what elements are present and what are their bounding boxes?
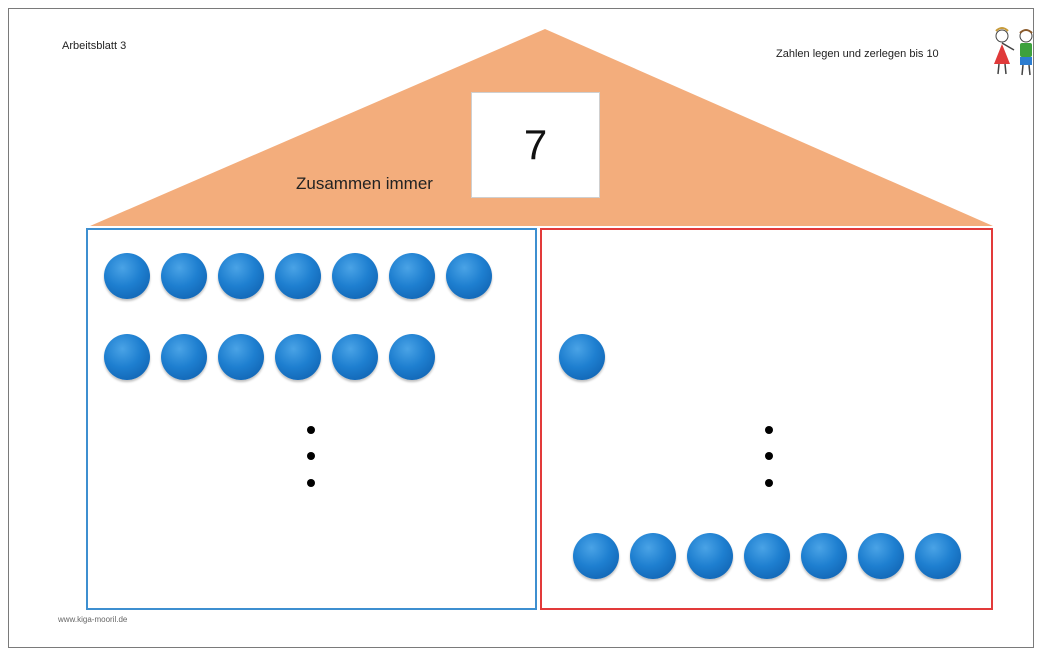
worksheet-page: Arbeitsblatt 3 Zahlen legen und zerlegen… (8, 8, 1034, 648)
right-counter-dot (687, 533, 733, 579)
left-counter-dot (218, 334, 264, 380)
left-counter-dot (275, 334, 321, 380)
left-counter-dot (161, 253, 207, 299)
right-counter-dot (573, 533, 619, 579)
ellipsis-dot (307, 479, 315, 487)
left-counter-dot (104, 253, 150, 299)
left-counter-dot (161, 334, 207, 380)
right-counter-dot (915, 533, 961, 579)
left-counter-dot (332, 334, 378, 380)
child-left-icon (994, 27, 1015, 75)
left-counter-dot (389, 253, 435, 299)
right-counter-dot (744, 533, 790, 579)
ellipsis-dot (307, 426, 315, 434)
ellipsis-dot (765, 452, 773, 460)
total-label: Zusammen immer (296, 174, 433, 193)
right-counter-dot (801, 533, 847, 579)
left-counter-dot (332, 253, 378, 299)
right-counter-dot (630, 533, 676, 579)
worksheet-title: Arbeitsblatt 3 (62, 40, 127, 52)
ellipsis-dot (765, 426, 773, 434)
right-counter-dot (559, 334, 605, 380)
right-counter-dot (858, 533, 904, 579)
left-counter-dot (389, 334, 435, 380)
left-counter-dot (218, 253, 264, 299)
left-counter-dot (104, 334, 150, 380)
ellipsis-dot (307, 452, 315, 460)
worksheet-topic: Zahlen legen und zerlegen bis 10 (776, 48, 939, 60)
child-right-icon (1019, 29, 1033, 76)
footer-url: www.kiga-mooril.de (58, 615, 128, 624)
ellipsis-dot (765, 479, 773, 487)
total-number-box: 7 (471, 92, 600, 198)
left-counter-dot (446, 253, 492, 299)
children-icon (994, 27, 1033, 76)
total-number: 7 (523, 121, 548, 168)
left-counter-dot (275, 253, 321, 299)
